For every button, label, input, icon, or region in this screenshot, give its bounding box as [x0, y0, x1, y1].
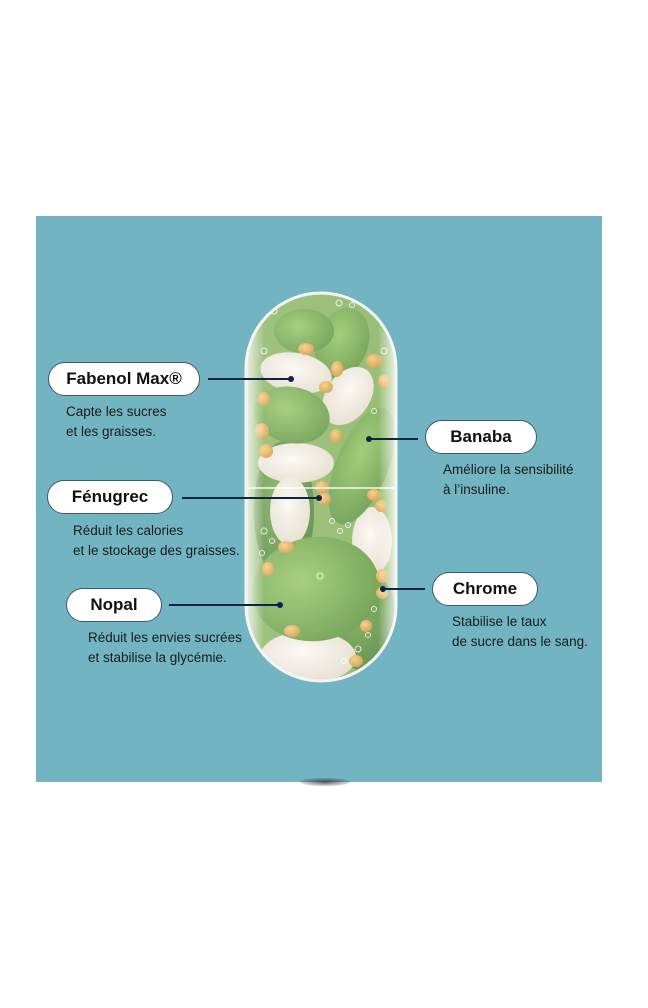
connector-line-fenugrec [182, 497, 320, 499]
connector-line-banaba [369, 438, 418, 440]
connector-dot-nopal [277, 602, 283, 608]
connector-line-nopal [169, 604, 281, 606]
connector-dot-fabenol-max [288, 376, 294, 382]
ingredient-description-nopal: Réduit les envies sucrées et stabilise l… [88, 630, 242, 665]
capsule-shadow [300, 778, 350, 786]
connector-line-fabenol-max [208, 378, 291, 380]
connector-line-chrome [383, 588, 425, 590]
ingredient-label-nopal: Nopal [66, 588, 162, 622]
ingredient-description-banaba: Améliore la sensibilité à l’insuline. [443, 462, 574, 497]
ingredient-description-fenugrec: Réduit les calories et le stockage des g… [73, 523, 240, 558]
ingredient-label-fenugrec: Fénugrec [47, 480, 173, 514]
capsule-illustration [244, 291, 398, 683]
ingredient-label-banaba: Banaba [425, 420, 537, 454]
connector-dot-fenugrec [316, 495, 322, 501]
ingredient-label-chrome: Chrome [432, 572, 538, 606]
ingredient-label-fabenol-max: Fabenol Max® [48, 362, 200, 396]
ingredient-description-fabenol-max: Capte les sucres et les graisses. [66, 404, 167, 439]
ingredient-description-chrome: Stabilise le taux de sucre dans le sang. [452, 614, 588, 649]
